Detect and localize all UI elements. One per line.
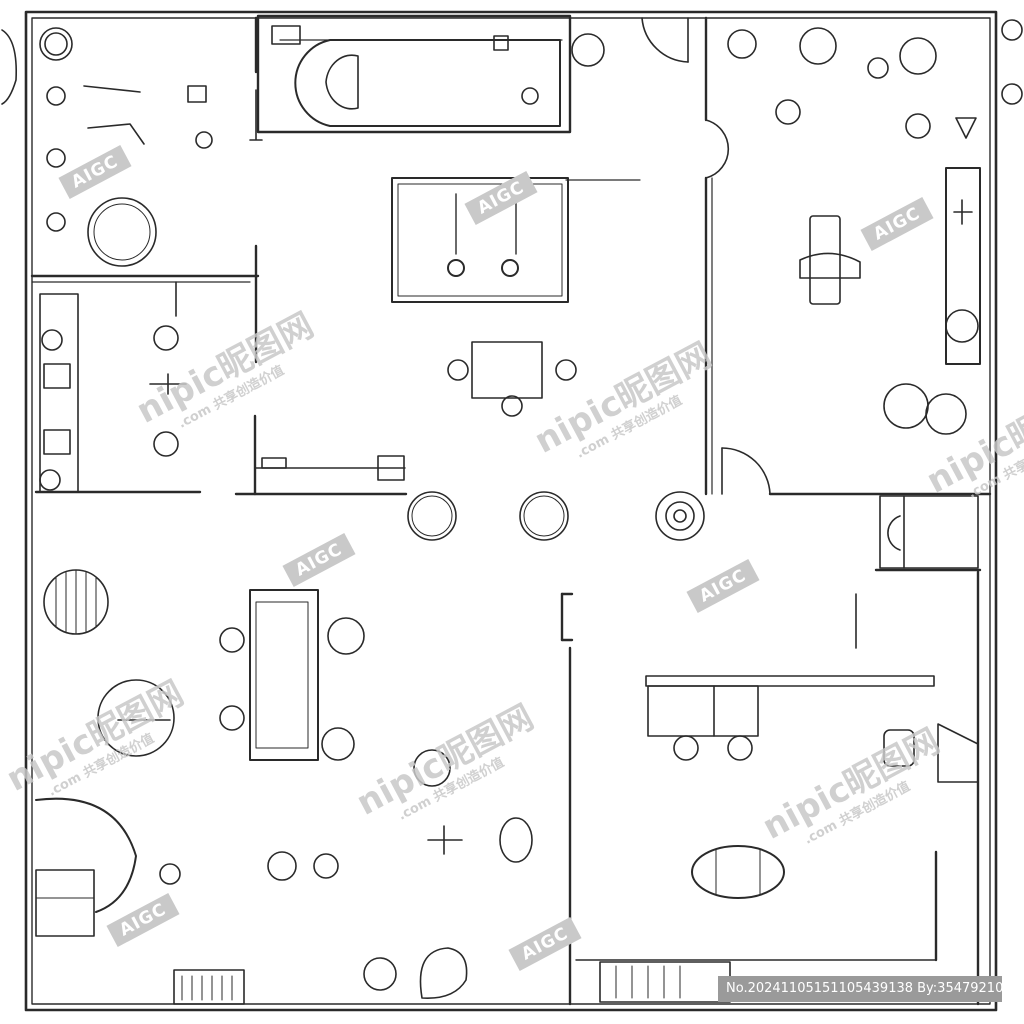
outer-walls xyxy=(24,10,998,1012)
bath-block-furniture xyxy=(271,25,605,127)
edge-fixtures xyxy=(1,19,1023,105)
left-middle-room-fixtures xyxy=(39,281,405,493)
living-room-furniture xyxy=(35,569,533,1005)
interior-walls xyxy=(30,14,992,1006)
bottom-right-room-furniture xyxy=(599,495,979,1003)
image-id-stamp: No.20241105151105439138 By:35479210 xyxy=(718,976,1002,1002)
middle-row-round-fixtures xyxy=(407,491,705,541)
center-dining-table xyxy=(447,341,577,417)
top-left-room-furniture xyxy=(39,27,263,267)
top-right-room-furniture xyxy=(727,27,981,435)
center-island xyxy=(391,177,641,303)
door-swings xyxy=(641,17,771,495)
